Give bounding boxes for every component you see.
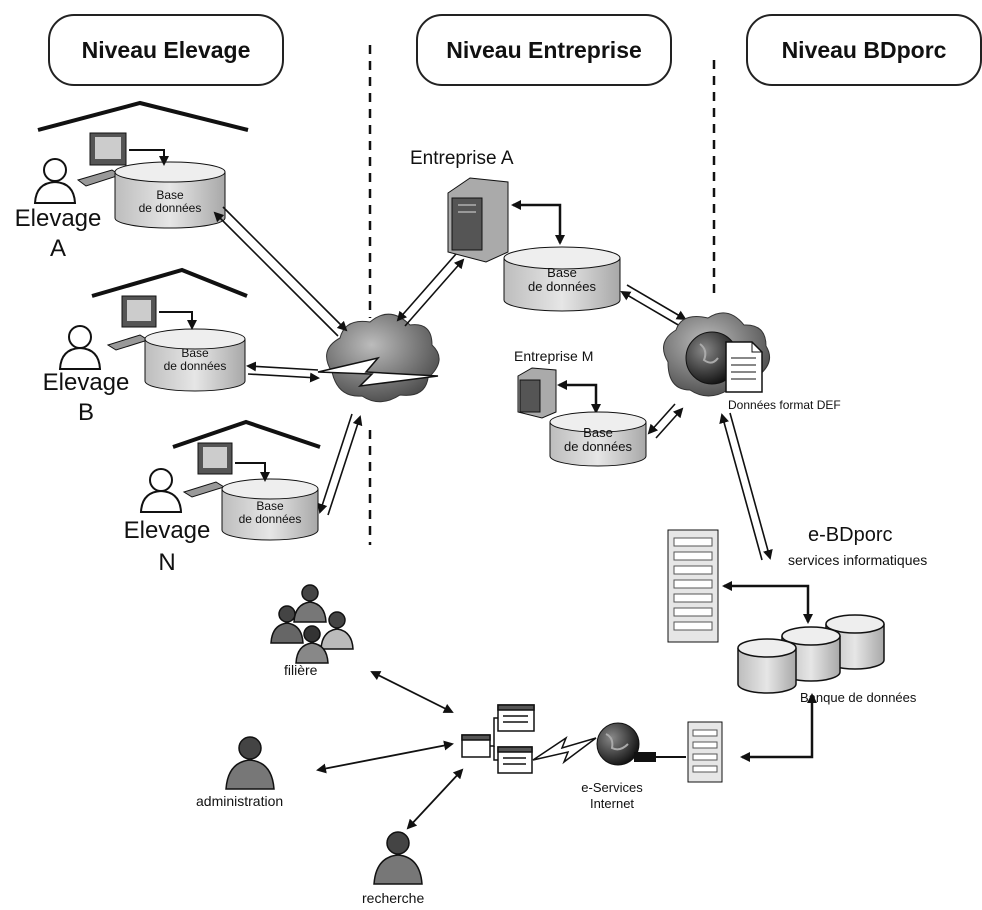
person-icon	[33, 158, 77, 204]
link-farm-a-cloud	[213, 206, 348, 337]
database-icon	[503, 246, 621, 312]
ebdporc-subtitle: services informatiques	[788, 552, 928, 568]
administration-person-icon	[225, 736, 275, 790]
link-entreprise-a-def	[620, 284, 687, 327]
ebdporc-title: e-BDporc	[808, 524, 893, 546]
link-recherche-web	[406, 768, 464, 830]
header-niveau-entreprise: Niveau Entreprise	[416, 14, 672, 86]
lightning-icon	[532, 736, 597, 765]
web-pages-icon	[461, 704, 535, 774]
network-cloud-icon	[317, 313, 440, 403]
person-icon	[58, 325, 102, 370]
filiere-group-icon	[270, 584, 354, 664]
link-entreprise-m-def	[647, 403, 684, 439]
document-icon	[725, 341, 763, 393]
person-icon	[139, 468, 183, 513]
administration-label: administration	[196, 793, 284, 809]
header-niveau-elevage: Niveau Elevage	[48, 14, 284, 86]
link-farm-n-cloud	[317, 413, 363, 516]
internet-globe-icon	[596, 722, 672, 766]
computer-icon	[76, 132, 127, 187]
header-niveau-bdporc: Niveau BDporc	[746, 14, 982, 86]
farm-a	[33, 100, 249, 229]
recherche-person-icon	[373, 831, 423, 885]
link-cloud-entreprise	[396, 253, 465, 327]
bdporc-cloud-icon	[663, 312, 771, 397]
farm-b	[58, 267, 248, 392]
link-administration-web	[316, 740, 454, 774]
def-format-label: Données format DEF	[728, 398, 841, 412]
farm-n	[139, 419, 321, 541]
lightning-icon	[317, 356, 439, 388]
database-icon	[221, 478, 319, 541]
roof-icon	[37, 100, 249, 132]
computer-icon	[182, 442, 233, 498]
small-server-icon	[687, 721, 723, 783]
roof-icon	[172, 419, 321, 449]
database-icon	[549, 411, 647, 467]
link-def-ebdporc	[719, 412, 773, 561]
database-icon	[114, 161, 226, 229]
roof-icon	[91, 267, 248, 298]
entreprise-m-label: Entreprise M	[514, 348, 594, 364]
computer-icon	[106, 295, 157, 351]
entreprise-a-label: Entreprise A	[410, 148, 514, 169]
recherche-label: recherche	[362, 890, 425, 906]
server-m-icon	[517, 367, 557, 419]
link-filiere-web	[370, 671, 454, 713]
server-a-icon	[447, 177, 509, 263]
filiere-label: filière	[284, 662, 318, 678]
rack-server-icon	[667, 529, 719, 643]
link-farm-b-cloud	[246, 361, 320, 383]
data-bank-icon	[737, 614, 885, 694]
data-bank-label: Banque de données	[800, 690, 917, 705]
database-icon	[144, 328, 246, 392]
